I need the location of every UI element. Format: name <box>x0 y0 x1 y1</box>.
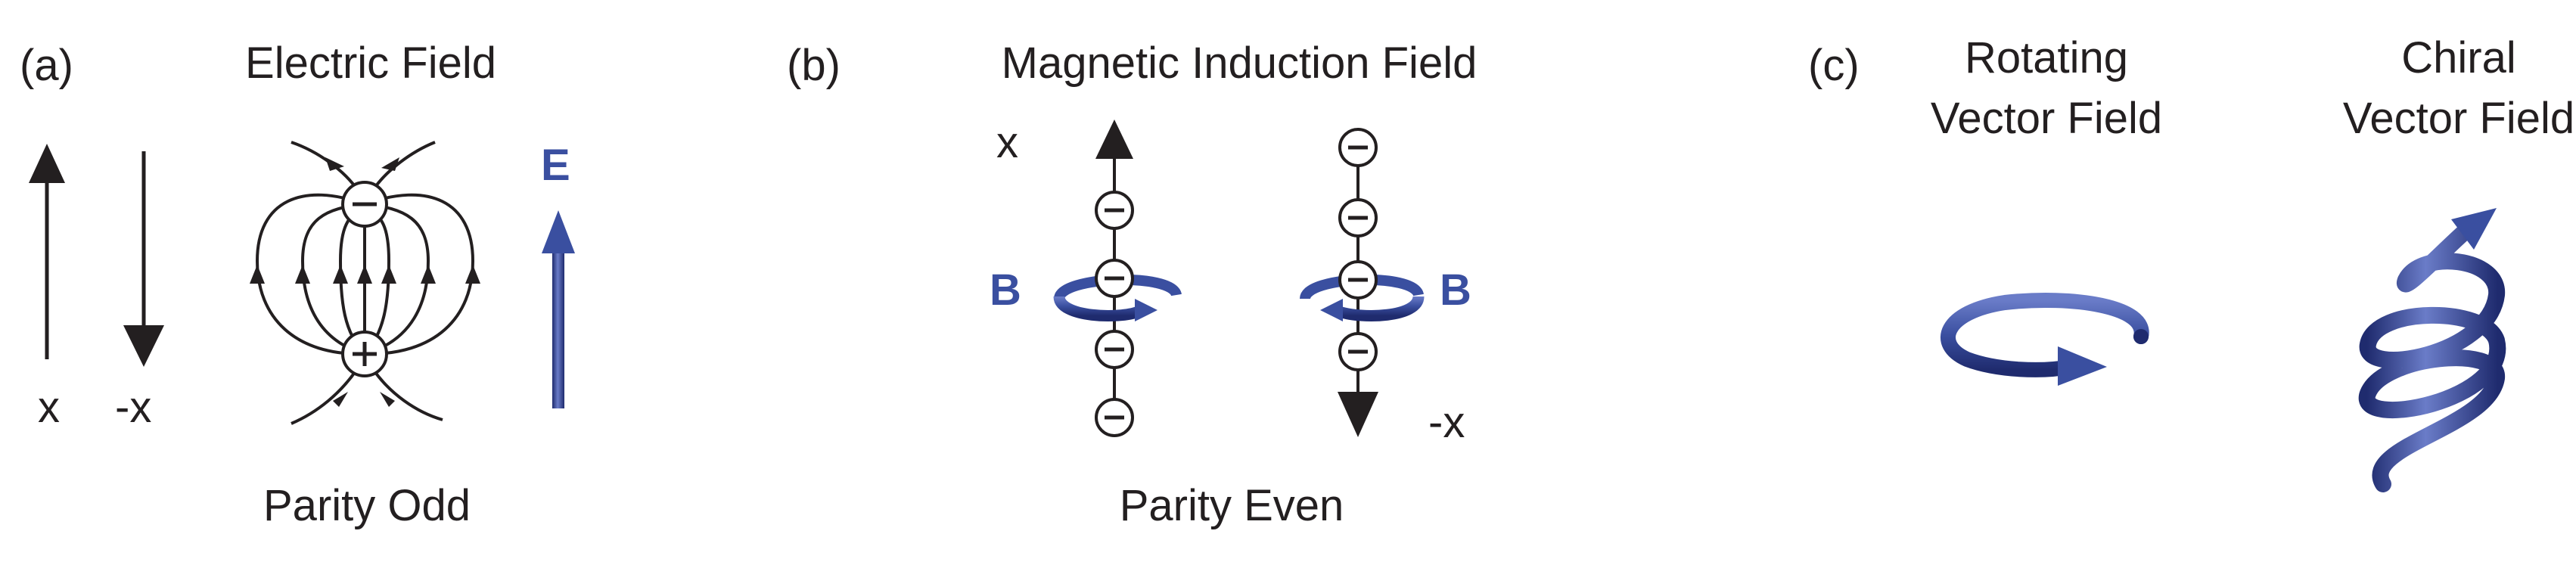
electric-field-symbol: E <box>541 141 570 190</box>
chiral-helix-arrowhead <box>2451 208 2497 250</box>
magnetic-loop-right-arrowhead <box>1320 299 1343 321</box>
magnetic-loop-left <box>1053 295 1141 321</box>
panel-b-minus-x-label: -x <box>1428 398 1465 447</box>
panel-b-tag: (b) <box>787 41 841 90</box>
field-line-arrowheads <box>250 157 480 407</box>
right-charge-chain <box>1338 128 1378 371</box>
x-vector-arrowhead <box>29 144 65 183</box>
panel-a-graphics <box>29 141 575 425</box>
panel-c-tag: (c) <box>1808 41 1860 90</box>
panel-b-caption: Parity Even <box>1119 481 1344 530</box>
panel-b-x-label: x <box>996 118 1018 167</box>
rotating-title-line2: Vector Field <box>1930 94 2163 143</box>
chiral-title-line1: Chiral <box>2401 33 2516 82</box>
rotating-field-loop <box>1941 293 2149 377</box>
panel-a-x-label: x <box>38 383 60 432</box>
electric-field-arrowhead <box>542 210 575 253</box>
panel-a-minus-x-label: -x <box>115 383 152 432</box>
left-charge-chain <box>1095 191 1134 437</box>
panel-b-graphics <box>1053 120 1425 437</box>
minus-x-vector-arrowhead <box>123 325 164 367</box>
panel-a-caption: Parity Odd <box>263 481 471 530</box>
chain-down-arrowhead <box>1338 392 1378 437</box>
chain-up-arrowhead <box>1095 120 1133 159</box>
chiral-title-line2: Vector Field <box>2342 94 2575 143</box>
rotating-field-arrowhead <box>2058 346 2107 386</box>
magnetic-field-symbol-left: B <box>990 265 1021 315</box>
magnetic-loop-left-arrowhead <box>1135 299 1157 321</box>
chiral-helix <box>2358 219 2506 492</box>
rotating-title-line1: Rotating <box>1964 33 2129 82</box>
electric-field-vector <box>552 250 564 408</box>
panel-b-title: Magnetic Induction Field <box>1001 39 1478 88</box>
panel-c-graphics <box>1941 208 2506 492</box>
panel-a-title: Electric Field <box>245 39 496 88</box>
magnetic-field-symbol-right: B <box>1440 265 1471 315</box>
magnetic-loop-right <box>1337 295 1425 321</box>
panel-a-tag: (a) <box>20 41 73 90</box>
